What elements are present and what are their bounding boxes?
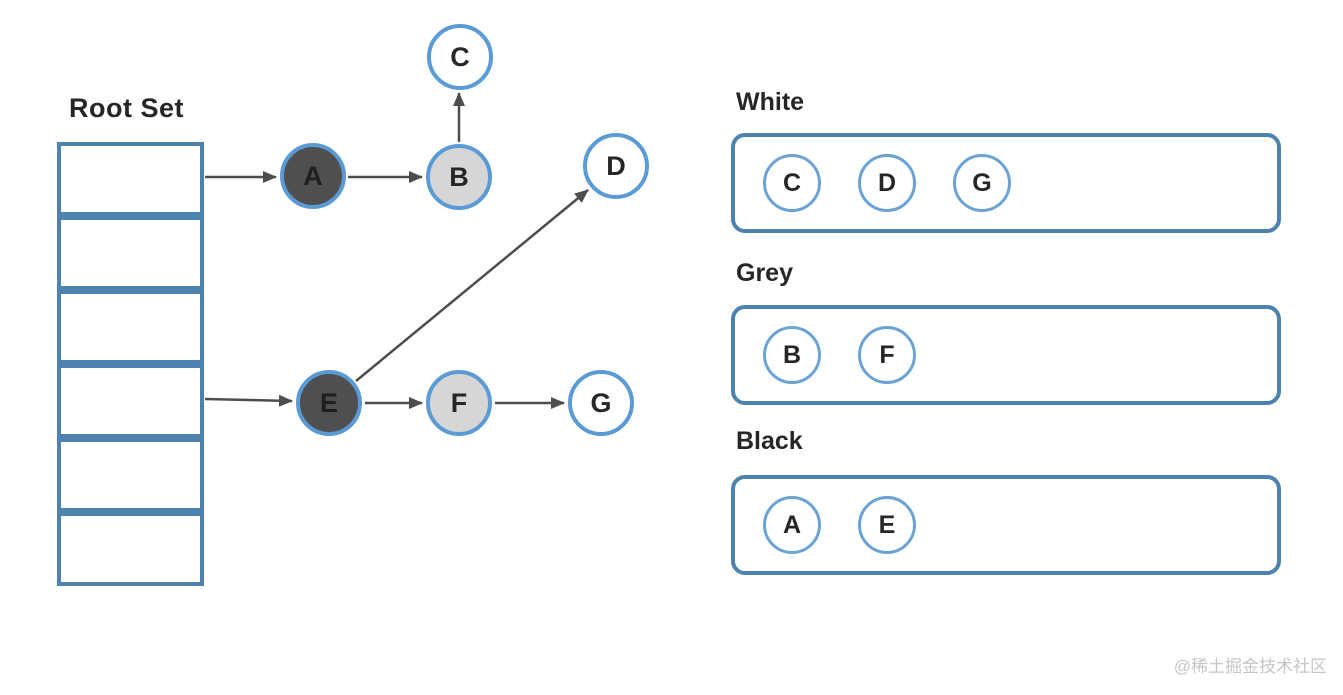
node-label-e: E xyxy=(319,387,338,418)
member-label: B xyxy=(782,340,802,369)
edge-rootcell4-to-e xyxy=(204,394,293,407)
graph-node-d: D xyxy=(583,133,649,199)
graph-node-b: B xyxy=(426,144,492,210)
graph-node-f: F xyxy=(426,370,492,436)
member-label: E xyxy=(878,510,896,539)
root-set-title: Root Set xyxy=(69,93,184,123)
root-set-cell-4 xyxy=(57,364,204,438)
member-label: C xyxy=(782,168,802,197)
member-label: G xyxy=(972,168,992,197)
white-set-member-d: D xyxy=(858,154,916,212)
edge-e-to-d xyxy=(355,189,589,382)
node-label-a: A xyxy=(303,160,323,191)
graph-node-g: G xyxy=(568,370,634,436)
grey-set-box: B F xyxy=(731,305,1281,405)
root-set-cell-1 xyxy=(57,142,204,216)
node-label-d: D xyxy=(606,150,626,181)
grey-set-member-f: F xyxy=(858,326,916,384)
member-label: A xyxy=(782,510,802,539)
watermark: @稀土掘金技术社区 xyxy=(1173,657,1327,676)
graph-node-e: E xyxy=(296,370,362,436)
white-set-label: White xyxy=(736,88,805,116)
black-set-label: Black xyxy=(736,427,803,455)
black-set-member-a: A xyxy=(763,496,821,554)
graph-node-a: A xyxy=(280,143,346,209)
node-label-b: B xyxy=(449,161,469,192)
graph-node-c: C xyxy=(427,24,493,90)
root-set-cell-6 xyxy=(57,512,204,586)
member-label: F xyxy=(879,340,895,369)
member-label: D xyxy=(877,168,897,197)
root-set-cell-3 xyxy=(57,290,204,364)
node-label-c: C xyxy=(450,41,470,72)
node-label-g: G xyxy=(590,387,612,418)
root-set-cell-5 xyxy=(57,438,204,512)
white-set-member-g: G xyxy=(953,154,1011,212)
root-set-cell-2 xyxy=(57,216,204,290)
root-set-table xyxy=(57,142,204,586)
white-set-member-c: C xyxy=(763,154,821,212)
white-set-box: C D G xyxy=(731,133,1281,233)
black-set-box: A E xyxy=(731,475,1281,575)
grey-set-member-b: B xyxy=(763,326,821,384)
grey-set-label: Grey xyxy=(736,259,793,287)
node-label-f: F xyxy=(450,387,468,418)
black-set-member-e: E xyxy=(858,496,916,554)
